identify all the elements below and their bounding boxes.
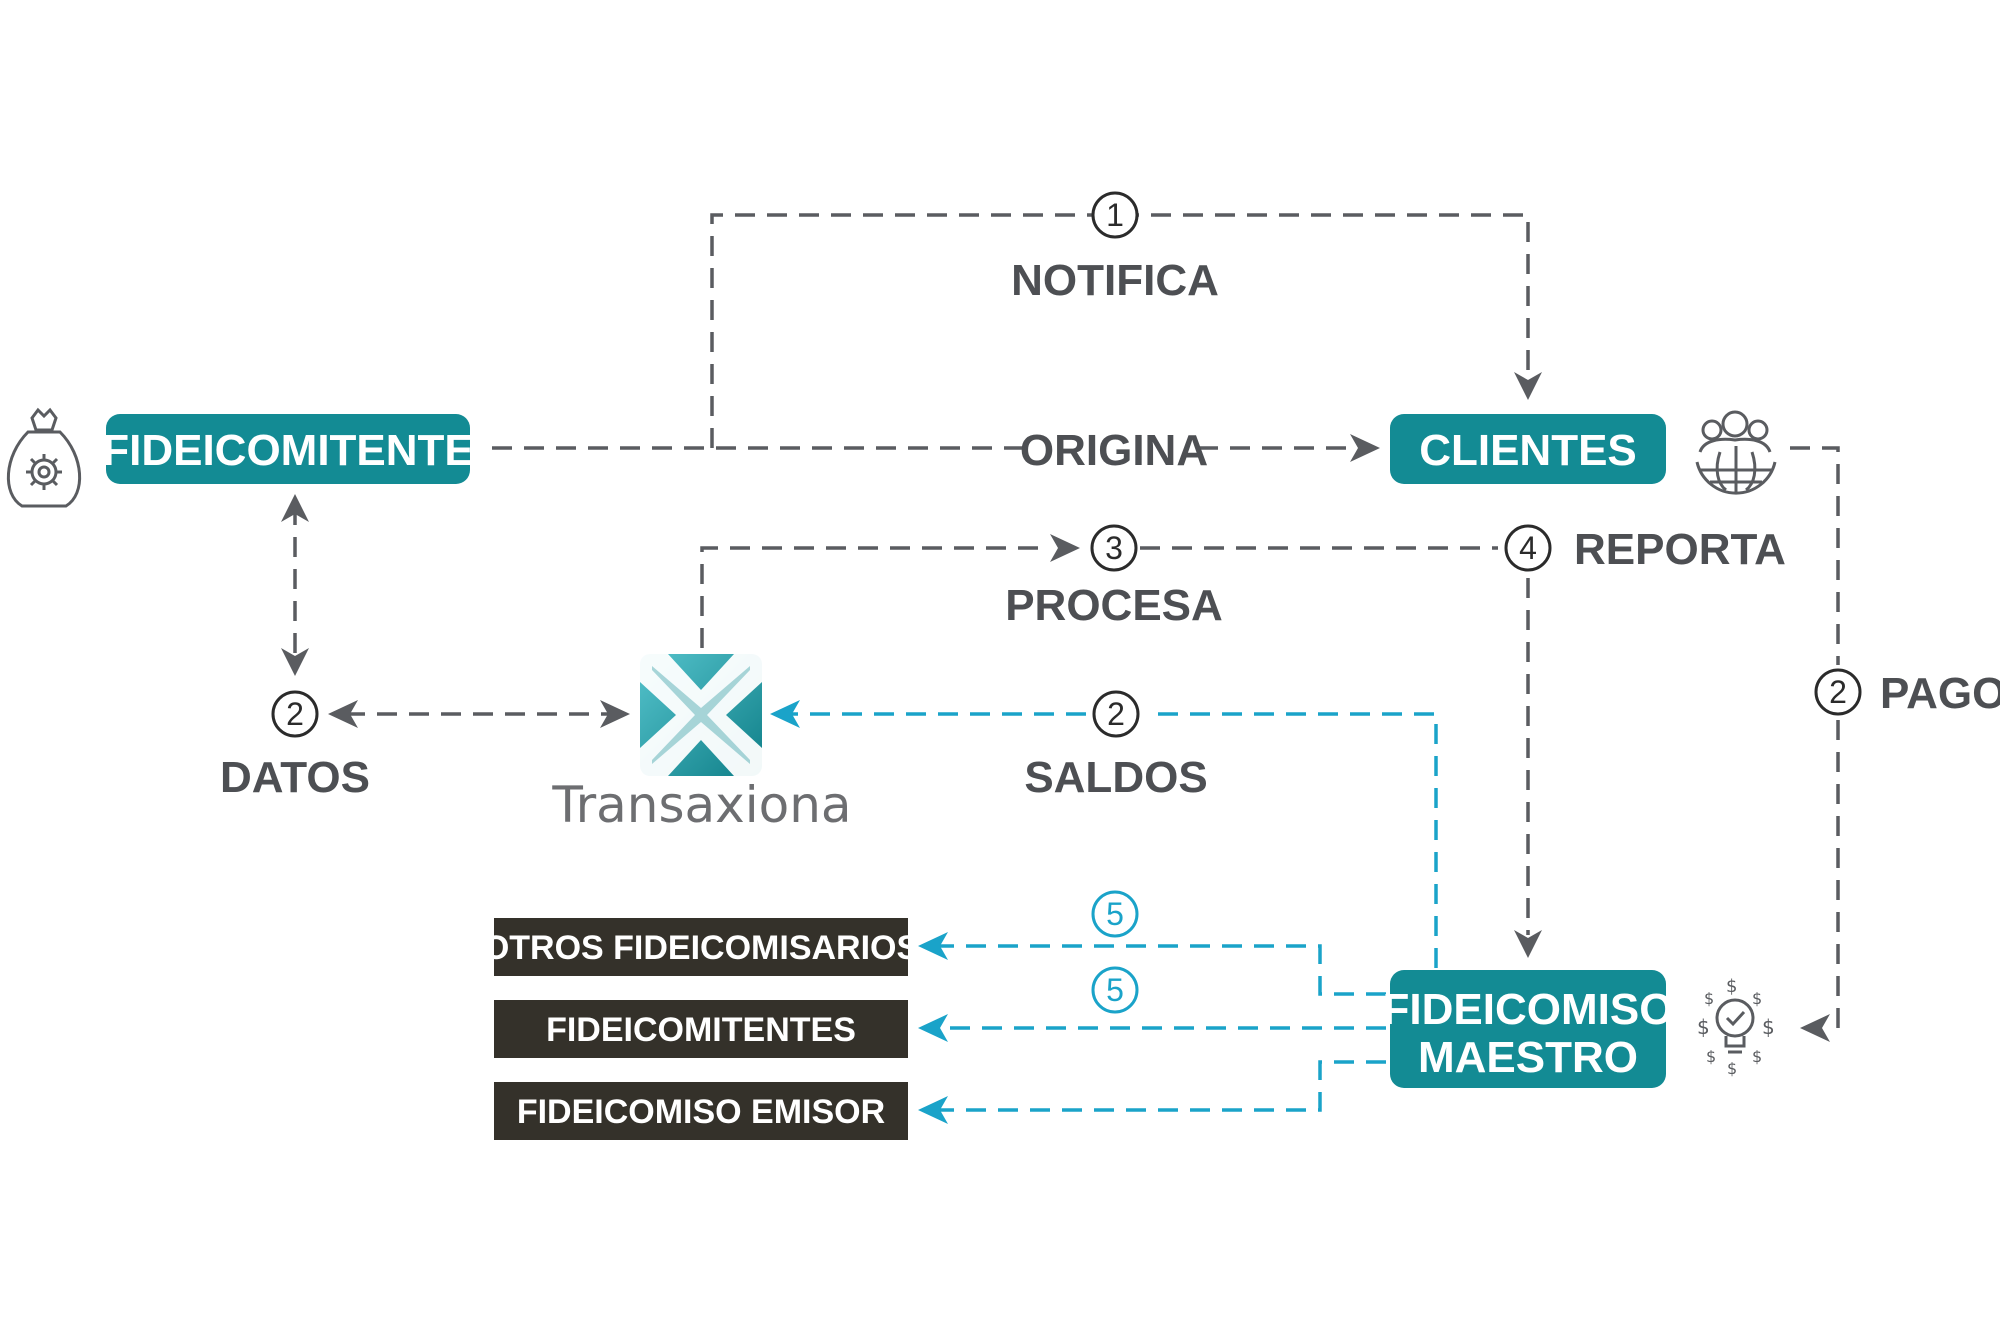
datos-step-number: 2 — [286, 696, 304, 732]
procesa-arrowhead — [1050, 534, 1080, 562]
fideicomitentes-box: FIDEICOMITENTES — [494, 1000, 908, 1058]
clientes-label: CLIENTES — [1419, 426, 1637, 475]
lightbulb-dollar-icon: $ $ $ $ $ $ $ $ — [1697, 976, 1775, 1078]
datos-label: DATOS — [220, 753, 370, 802]
pagos-step-number: 2 — [1829, 674, 1847, 710]
distribution-arrowhead-otros — [918, 932, 948, 960]
procesa-flow: 3 PROCESA — [1005, 524, 1223, 630]
reporta-label: REPORTA — [1574, 525, 1786, 574]
origina-arrowhead — [1350, 434, 1380, 462]
distribution-step-2-number: 5 — [1106, 972, 1124, 1008]
otros-fideicomisarios-box: OTROS FIDEICOMISARIOS — [483, 918, 919, 976]
fideicomiso-emisor-label: FIDEICOMISO EMISOR — [517, 1093, 885, 1131]
transaxiona-brand-text: Transaxiona — [551, 776, 851, 834]
svg-text:$: $ — [1752, 989, 1762, 1008]
reporta-flow: 4 REPORTA — [1504, 524, 1786, 574]
origina-flow: ORIGINA — [1020, 426, 1208, 475]
distribution-connector-otros — [938, 944, 1386, 996]
transaxiona-logo: Transaxiona — [551, 654, 852, 834]
saldos-label: SALDOS — [1024, 753, 1207, 802]
procesa-step-number: 3 — [1105, 530, 1123, 566]
people-globe-icon — [1695, 410, 1777, 495]
pagos-flow: 2 PAGOS — [1814, 668, 2000, 718]
transaxiona-right-arrowhead — [600, 700, 630, 728]
distribution-step-1: 5 — [1091, 890, 1139, 938]
fideicomiso-maestro-node: FIDEICOMISO MAESTRO — [1383, 970, 1674, 1088]
fideicomiso-maestro-label-line1: FIDEICOMISO — [1383, 985, 1674, 1034]
clientes-node: CLIENTES — [1390, 414, 1666, 484]
notifica-label: NOTIFICA — [1011, 256, 1219, 305]
distribution-connector-emisor — [938, 1060, 1386, 1112]
notifica-connector — [710, 213, 1530, 448]
otros-fideicomisarios-label: OTROS FIDEICOMISARIOS — [483, 929, 919, 967]
datos-left-arrowhead — [328, 700, 358, 728]
svg-text:$: $ — [1704, 989, 1714, 1008]
procesa-connector-vertical — [700, 546, 1050, 648]
notifica-flow: 1 NOTIFICA — [1011, 191, 1219, 305]
distribution-arrowhead-fideicomitentes — [918, 1014, 948, 1042]
svg-text:$: $ — [1726, 976, 1737, 997]
notifica-step-number: 1 — [1106, 197, 1124, 233]
fideicomitente-label: FIDEICOMITENTE — [102, 426, 474, 475]
datos-flow: 2 DATOS — [220, 690, 370, 802]
fideicomiso-emisor-box: FIDEICOMISO EMISOR — [494, 1082, 908, 1140]
pagos-connector-top — [1790, 446, 1840, 665]
origina-label: ORIGINA — [1020, 426, 1208, 475]
reporta-step-number: 4 — [1519, 530, 1537, 566]
pagos-arrowhead — [1800, 1014, 1830, 1042]
datos-down-arrowhead — [281, 648, 309, 676]
saldos-arrowhead — [770, 700, 800, 728]
saldos-step-number: 2 — [1107, 696, 1125, 732]
fideicomitente-up-arrowhead — [281, 494, 309, 522]
svg-text:$: $ — [1752, 1047, 1762, 1066]
distribution-step-1-number: 5 — [1106, 896, 1124, 932]
procesa-label: PROCESA — [1005, 581, 1223, 630]
fideicomitentes-label: FIDEICOMITENTES — [546, 1011, 856, 1049]
distribution-step-2: 5 — [1091, 966, 1139, 1014]
reporta-arrowhead — [1514, 930, 1542, 958]
svg-text:$: $ — [1706, 1047, 1716, 1066]
money-bag-gear-icon — [7, 407, 81, 508]
pagos-label: PAGOS — [1880, 669, 2000, 718]
pagos-connector-bottom — [1826, 720, 1840, 1030]
fideicomitente-node: FIDEICOMITENTE — [102, 414, 474, 484]
svg-text:$: $ — [1727, 1059, 1737, 1078]
notifica-arrowhead — [1514, 372, 1542, 400]
svg-text:$: $ — [1697, 1015, 1710, 1039]
distribution-arrowhead-emisor — [918, 1096, 948, 1124]
fideicomiso-maestro-label-line2: MAESTRO — [1418, 1033, 1638, 1082]
svg-text:$: $ — [1762, 1015, 1775, 1039]
saldos-flow: 2 SALDOS — [1024, 690, 1208, 802]
transaxiona-x-mark-icon — [640, 654, 762, 776]
